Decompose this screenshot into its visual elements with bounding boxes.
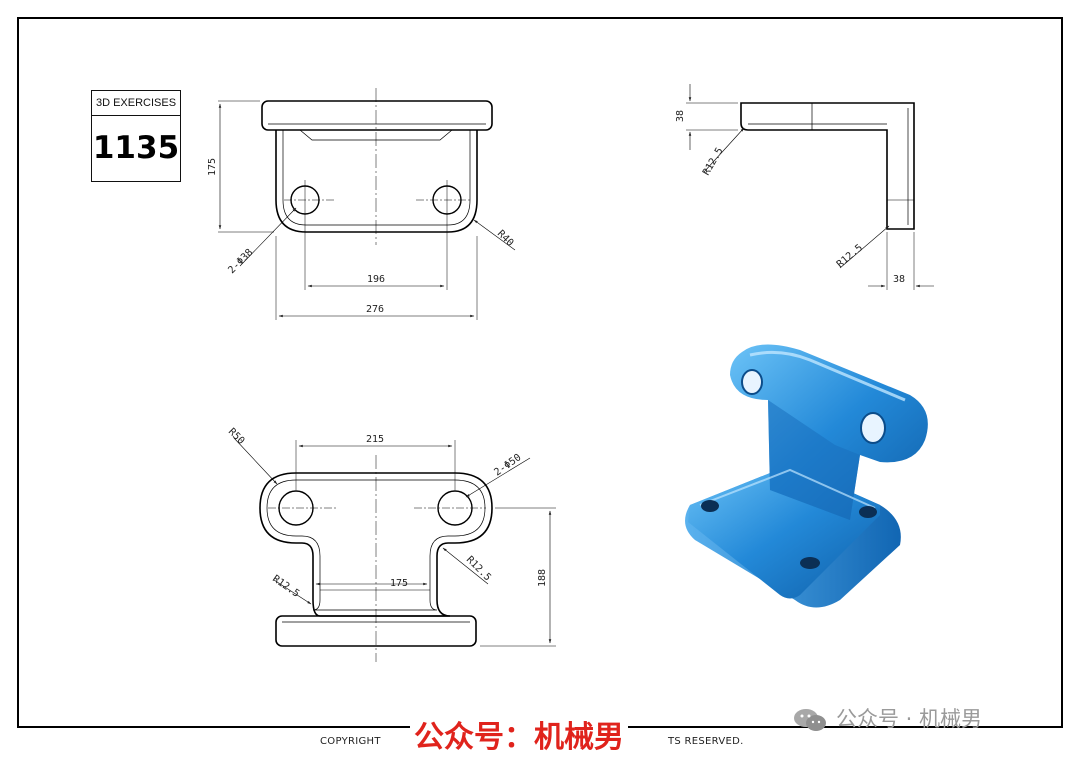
side-view: [686, 84, 934, 290]
front-dim-height: 175: [207, 158, 218, 176]
copyright-left: COPYRIGHT: [320, 736, 381, 747]
side-dim-radius-top: R12.5: [701, 146, 726, 178]
watermark-red: 公众号：机械男: [410, 718, 628, 758]
top-dim-height: 188: [537, 569, 548, 587]
watermark-gray: 公众号 · 机械男: [836, 707, 983, 731]
top-view: [233, 437, 556, 662]
front-dim-radius: R40: [495, 228, 516, 249]
top-dim-radius-left: R50: [226, 426, 247, 447]
side-dim-radius-bottom: R12.5: [835, 243, 865, 271]
exercise-number: 1135: [92, 130, 180, 166]
top-dim-hole-spacing: 215: [366, 434, 384, 445]
top-dim-radius-inner-right: R12.5: [464, 554, 493, 583]
front-dim-hole-spacing: 196: [367, 274, 385, 285]
front-dim-width: 276: [366, 304, 384, 315]
wechat-logo-icon: [794, 709, 826, 731]
front-view: [218, 88, 516, 320]
side-dim-wall: 38: [893, 274, 905, 285]
side-dim-top-thickness: 38: [675, 110, 686, 122]
top-dim-neck-width: 175: [390, 578, 408, 589]
top-dim-radius-inner-left: R12.5: [270, 573, 301, 599]
copyright-right: TS RESERVED.: [668, 736, 744, 747]
exercise-label: 3D EXERCISES: [92, 91, 180, 116]
exercise-id-box: 3D EXERCISES 1135: [91, 90, 181, 182]
front-dim-holes: 2-Φ38: [226, 247, 255, 276]
3d-model-render: [685, 344, 928, 608]
top-dim-holes: 2-Φ50: [492, 452, 523, 478]
